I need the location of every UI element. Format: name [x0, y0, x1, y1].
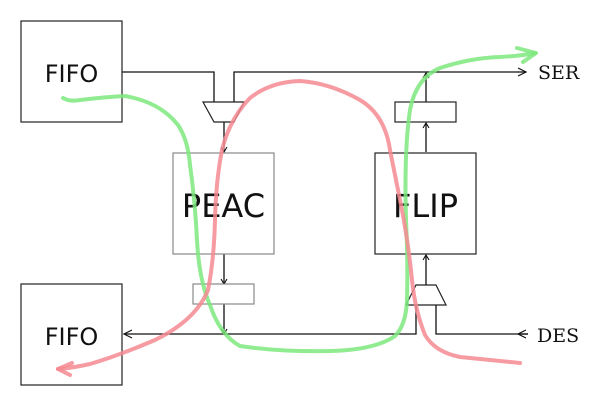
fifo-bottom-label: FIFO — [45, 323, 99, 351]
fifo-top-block: FIFO — [20, 20, 123, 123]
wires — [122, 72, 528, 334]
wire-des-to-flip-mux — [435, 305, 528, 335]
flip-output-register — [394, 101, 457, 123]
des-port-label: DES — [537, 325, 579, 347]
fifo-top-label: FIFO — [45, 60, 99, 88]
green-dataflow-annotation — [61, 51, 537, 354]
flip-block: FLIP — [374, 152, 477, 255]
wire-top-bus-to-ser — [233, 72, 526, 102]
ser-port-label: SER — [538, 62, 580, 84]
red-dataflow-annotation — [56, 79, 522, 371]
peac-block: PEAC — [172, 152, 275, 255]
red-arrowhead — [56, 361, 74, 377]
fifo-bottom-block: FIFO — [20, 283, 123, 386]
wire-fifo-to-peac-mux — [122, 71, 215, 102]
wire-bottom-bus-to-fifo — [124, 305, 417, 334]
green-arrowhead — [515, 46, 538, 64]
